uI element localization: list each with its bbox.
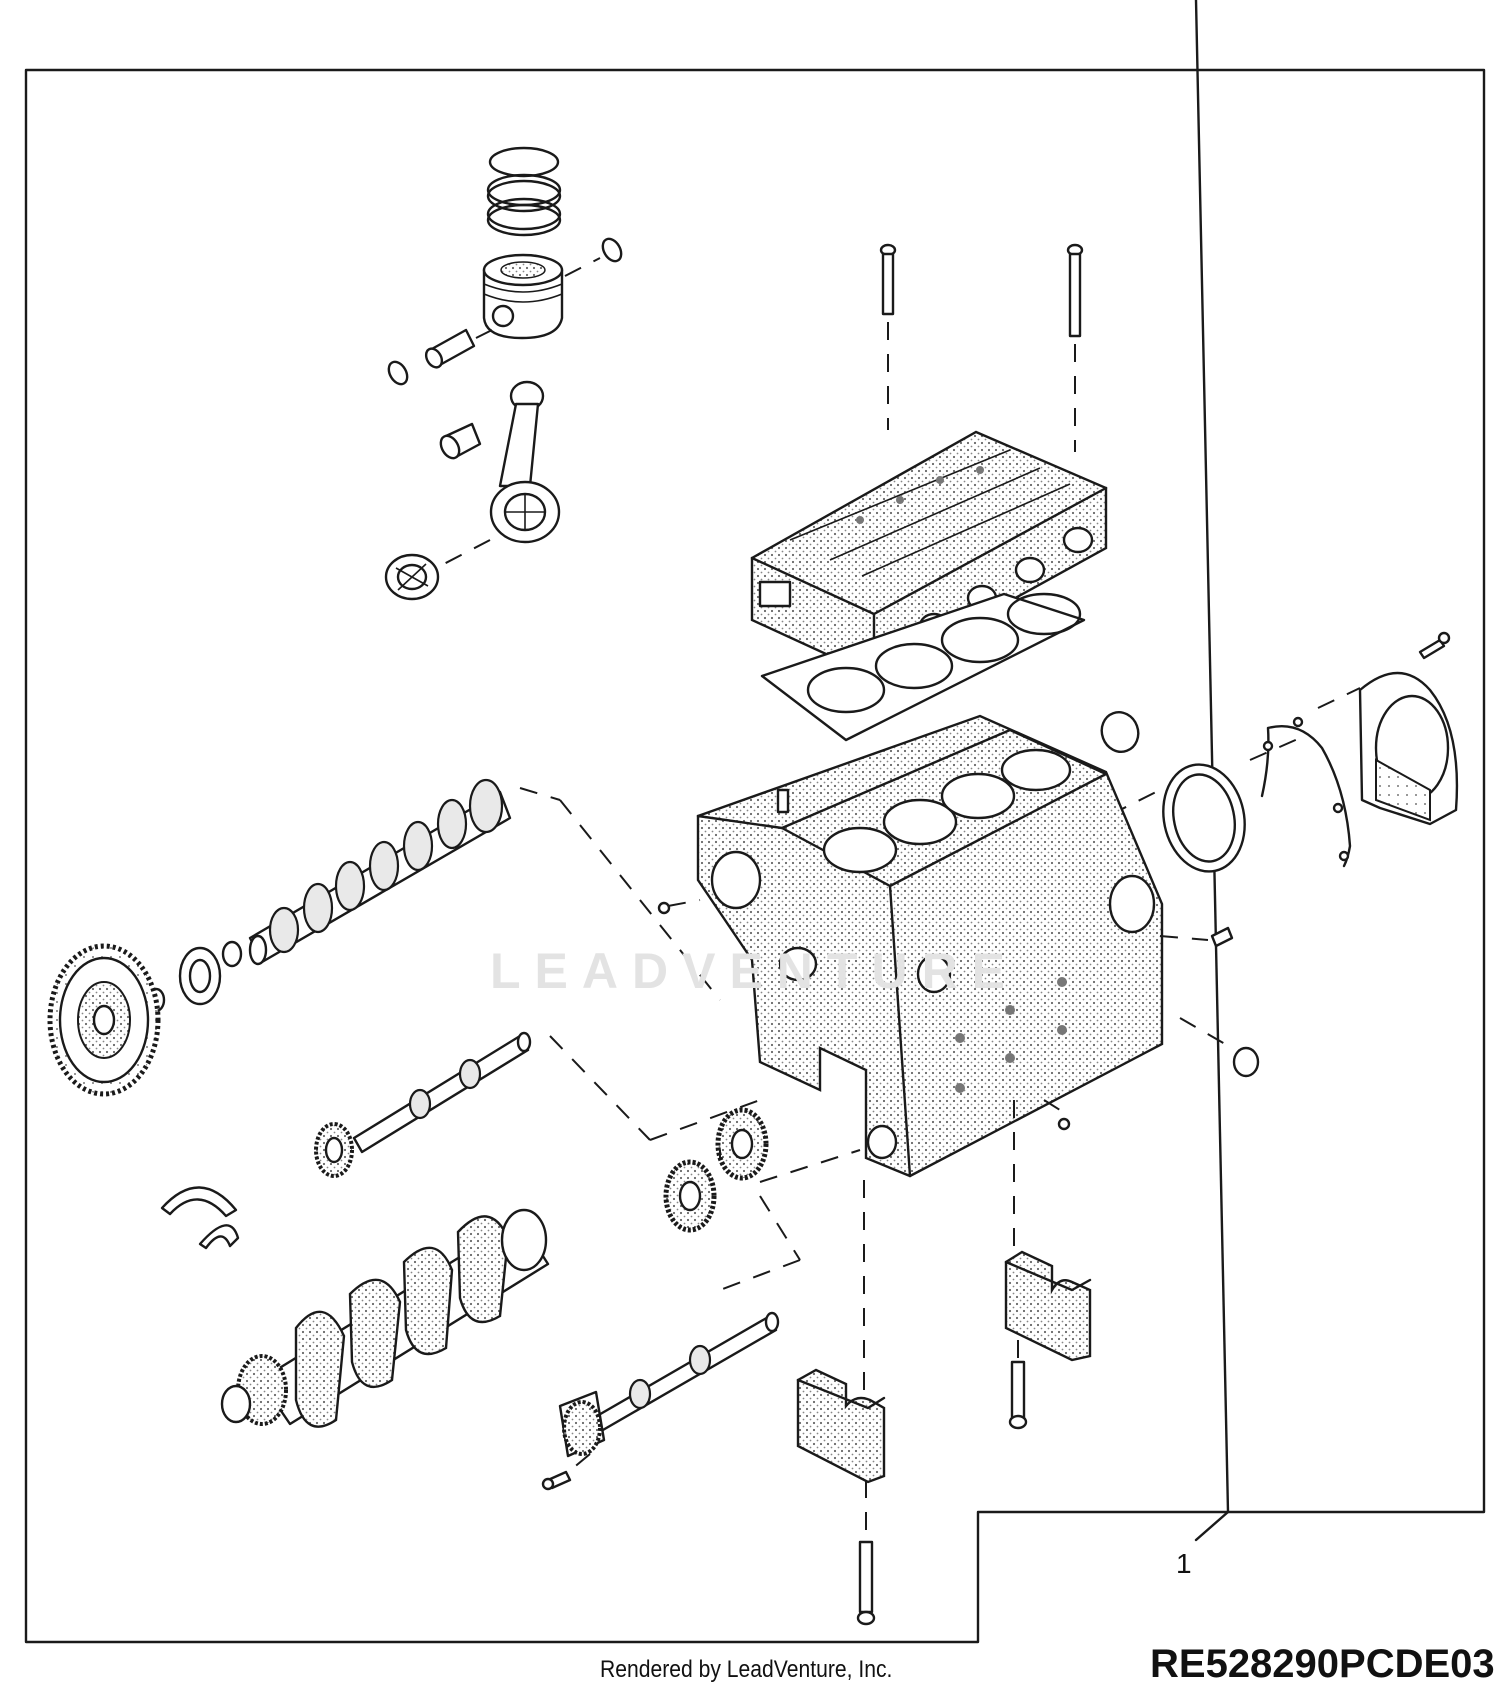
render-credit: Rendered by LeadVenture, Inc. — [600, 1656, 893, 1683]
watermark-text: LEADVENTURE — [490, 943, 1020, 999]
rod-bushing-icon[interactable] — [437, 422, 482, 461]
diagram-frame — [24, 68, 1486, 1644]
main-bearing-cap-icon[interactable] — [1004, 1250, 1092, 1362]
svg-text:1: 1 — [1176, 1548, 1192, 1579]
idler-gear-icon-2[interactable] — [663, 1159, 717, 1233]
cylinder-block-icon[interactable] — [696, 714, 1164, 1178]
piston-pin-icon[interactable] — [423, 328, 476, 370]
rear-seal-housing-icon[interactable] — [1358, 671, 1459, 826]
callout-1[interactable]: 1 — [1176, 0, 1230, 1579]
balancer-gear-icon-2[interactable] — [558, 1390, 606, 1458]
balancer-shaft-icon-2[interactable] — [588, 1311, 780, 1436]
piston-ring-set-icon[interactable] — [486, 146, 562, 237]
piston-icon[interactable] — [482, 253, 564, 340]
connecting-rod-icon[interactable] — [489, 380, 561, 544]
cap-bolt-icon[interactable] — [1008, 1360, 1028, 1430]
plug-icon[interactable] — [1232, 1046, 1260, 1078]
snap-ring-icon-3[interactable] — [221, 940, 243, 968]
expansion-plug-icon[interactable] — [1096, 707, 1144, 757]
main-bearing-icon[interactable] — [160, 1186, 240, 1250]
main-bearing-cap-icon-2[interactable] — [796, 1368, 886, 1484]
head-bolt-icon[interactable] — [879, 243, 897, 316]
thrust-bearing-icon[interactable] — [178, 946, 222, 1006]
housing-gasket-icon[interactable] — [1260, 716, 1352, 868]
rod-bearing-icon[interactable] — [384, 553, 440, 601]
housing-bolt-icon[interactable] — [1418, 631, 1451, 660]
crankshaft-icon[interactable] — [220, 1208, 550, 1428]
cam-gear-icon[interactable] — [47, 943, 161, 1097]
balancer-shaft-icon[interactable] — [352, 1031, 532, 1154]
part-number-code: RE528290PCDE03 — [1150, 1642, 1495, 1686]
cap-bolt-icon-2[interactable] — [856, 1540, 876, 1626]
balancer-gear-icon[interactable] — [314, 1122, 354, 1178]
head-gasket-icon[interactable] — [760, 592, 1086, 742]
rear-oil-seal-icon[interactable] — [1154, 757, 1255, 879]
gear-bolt-icon[interactable] — [541, 1470, 572, 1491]
head-bolt-icon-2[interactable] — [1066, 243, 1084, 338]
camshaft-icon[interactable] — [248, 778, 512, 966]
idler-gear-icon[interactable] — [715, 1107, 769, 1181]
dowel-pin-icon[interactable] — [776, 788, 1234, 948]
snap-ring-icon-2[interactable] — [385, 359, 411, 388]
snap-ring-icon[interactable] — [599, 236, 625, 265]
